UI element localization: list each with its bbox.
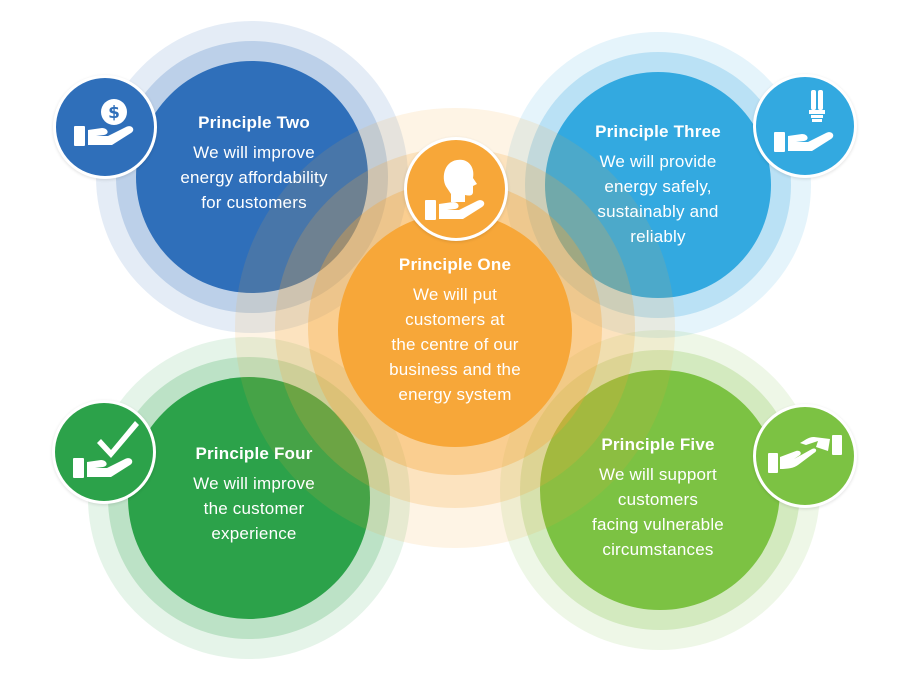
principle-one-text: Principle One We will put customers at t… [345, 254, 565, 407]
person-head-on-hand-icon [425, 159, 485, 220]
principle-four-line-3: experience [211, 524, 297, 543]
principle-four-circle [128, 377, 370, 619]
principle-two-text: Principle Two We will improve energy aff… [148, 112, 360, 215]
principle-one-badge [404, 137, 508, 241]
principle-four-text: Principle Four We will improve the custo… [144, 443, 364, 546]
principle-five-circle [540, 370, 780, 610]
principle-five-line-4: circumstances [602, 540, 714, 559]
principle-five-line-1: We will support [599, 465, 717, 484]
lightbulb-on-hand-icon [774, 90, 834, 152]
principle-two-title: Principle Two [198, 113, 310, 132]
principle-four-line-2: the customer [203, 499, 305, 518]
principle-two-line-2: energy affordability [180, 168, 328, 187]
principle-four-badge [52, 400, 156, 504]
checkmark-on-hand-icon [73, 421, 139, 478]
principle-five-badge [753, 404, 857, 508]
svg-text:$: $ [108, 103, 120, 123]
principle-three-line-1: We will provide [599, 152, 717, 171]
principle-five-text: Principle Five We will support customers… [552, 434, 764, 562]
principle-five-line-2: customers [617, 490, 699, 509]
principle-three-text: Principle Three We will provide energy s… [555, 121, 761, 249]
principle-two-circle [136, 61, 368, 293]
principle-three-line-2: energy safely, [604, 177, 712, 196]
principle-one-line-3: the centre of our [391, 335, 519, 354]
principle-one-title: Principle One [398, 255, 512, 274]
principle-one-circle [338, 213, 572, 447]
principle-one-line-5: energy system [398, 385, 512, 404]
principle-three-line-4: reliably [630, 227, 686, 246]
principle-three-line-3: sustainably and [597, 202, 719, 221]
principle-two-badge: $ [53, 75, 157, 179]
principle-three-title: Principle Three [595, 122, 721, 141]
handshake-icon [768, 435, 842, 473]
principle-five-line-3: facing vulnerable [592, 515, 724, 534]
dollar-coin-on-hand-icon: $ [74, 99, 134, 146]
principle-three-badge [753, 74, 857, 178]
principle-five-title: Principle Five [601, 435, 715, 454]
principle-four-line-1: We will improve [193, 474, 315, 493]
principle-one-line-4: business and the [389, 360, 521, 379]
principle-three-circle [545, 72, 771, 298]
principle-one-line-1: We will put [412, 285, 498, 304]
principle-four-title: Principle Four [195, 444, 313, 463]
principle-two-line-1: We will improve [193, 143, 315, 162]
principle-two-line-3: for customers [201, 193, 307, 212]
principle-one-line-2: customers at [405, 310, 505, 329]
